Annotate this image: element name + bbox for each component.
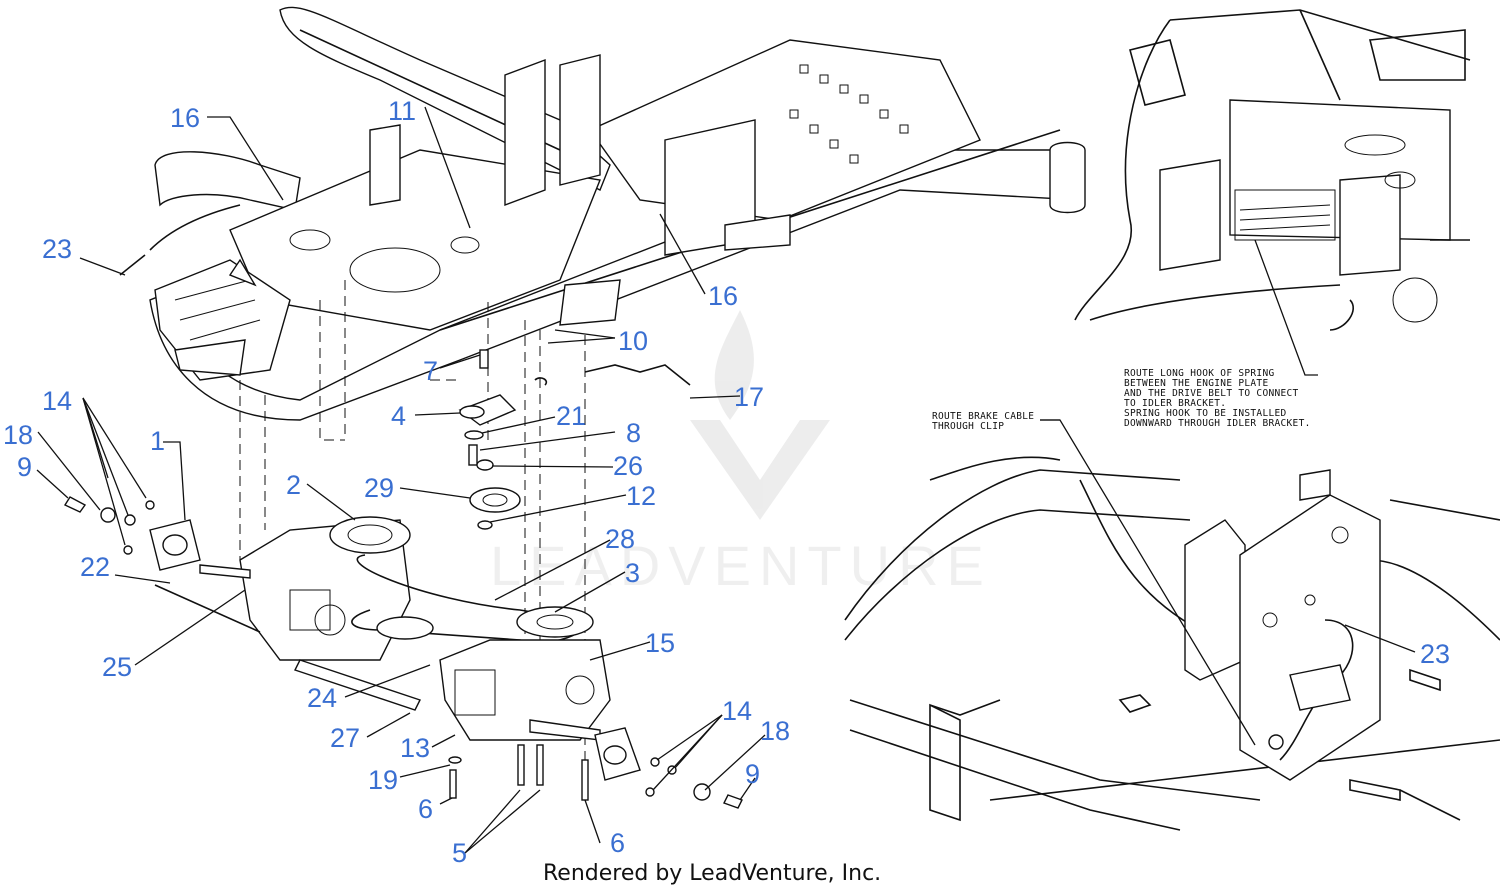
callout-27: 27	[330, 723, 360, 753]
callout-18-left: 18	[3, 420, 33, 450]
callout-26: 26	[613, 451, 643, 481]
brake-cable-note: ROUTE BRAKE CABLE THROUGH CLIP	[932, 411, 1034, 432]
svg-text:ROUTE BRAKE CABLE: ROUTE BRAKE CABLE	[932, 411, 1034, 422]
inset-engine-plate	[1074, 9, 1471, 376]
svg-text:DOWNWARD THROUGH IDLER BRACKET: DOWNWARD THROUGH IDLER BRACKET.	[1124, 418, 1311, 429]
callout-24: 24	[307, 683, 337, 713]
svg-text:BETWEEN THE ENGINE PLATE: BETWEEN THE ENGINE PLATE	[1124, 378, 1268, 389]
callout-4: 4	[391, 401, 406, 431]
callout-28: 28	[605, 524, 635, 554]
callout-23-inset: 23	[1420, 639, 1450, 669]
callout-5: 5	[452, 838, 467, 868]
callout-14-right: 14	[722, 696, 752, 726]
callout-23-top: 23	[42, 234, 72, 264]
transaxle-right	[376, 606, 743, 809]
callout-2: 2	[286, 470, 301, 500]
callout-29: 29	[364, 473, 394, 503]
svg-text:AND THE DRIVE BELT TO CONNECT: AND THE DRIVE BELT TO CONNECT	[1124, 388, 1299, 399]
leader-lines	[36, 106, 1416, 854]
inset-brake-cable	[844, 419, 1500, 831]
callout-16-mid: 16	[708, 281, 738, 311]
callout-9-right: 9	[745, 759, 760, 789]
callout-25: 25	[102, 652, 132, 682]
callout-7: 7	[423, 356, 438, 386]
mower-frame	[119, 6, 1086, 421]
callout-21: 21	[556, 401, 586, 431]
callout-13: 13	[400, 733, 430, 763]
callout-17: 17	[734, 382, 764, 412]
callout-18-right: 18	[760, 716, 790, 746]
render-credit: Rendered by LeadVenture, Inc.	[543, 861, 881, 886]
transaxle-left	[63, 496, 421, 711]
callout-9-left: 9	[17, 452, 32, 482]
callout-1: 1	[150, 426, 165, 456]
callout-19: 19	[368, 765, 398, 795]
callout-16-top: 16	[170, 103, 200, 133]
callout-6-left: 6	[418, 794, 433, 824]
callout-11: 11	[388, 96, 416, 126]
callout-22: 22	[80, 552, 110, 582]
watermark-logo	[690, 310, 830, 520]
callout-labels: 16 11 23 16 10 7 17 4 21 8 26 14 18 1 9 …	[3, 96, 1450, 868]
svg-text:ROUTE LONG HOOK OF SPRING: ROUTE LONG HOOK OF SPRING	[1124, 368, 1275, 379]
callout-3: 3	[625, 558, 640, 588]
callout-12: 12	[626, 481, 656, 511]
callout-14-left: 14	[42, 386, 72, 416]
callout-6-right: 6	[610, 828, 625, 858]
svg-text:THROUGH CLIP: THROUGH CLIP	[932, 421, 1004, 432]
spring-route-note: ROUTE LONG HOOK OF SPRING BETWEEN THE EN…	[1124, 368, 1311, 429]
callout-15: 15	[645, 628, 675, 658]
watermark-text: LEADVENTURE	[490, 534, 992, 597]
callout-10: 10	[618, 326, 648, 356]
svg-text:TO IDLER BRACKET.: TO IDLER BRACKET.	[1124, 398, 1226, 409]
svg-text:SPRING HOOK TO BE INSTALLED: SPRING HOOK TO BE INSTALLED	[1124, 408, 1287, 419]
idler-assembly	[458, 349, 691, 530]
callout-8: 8	[626, 418, 641, 448]
